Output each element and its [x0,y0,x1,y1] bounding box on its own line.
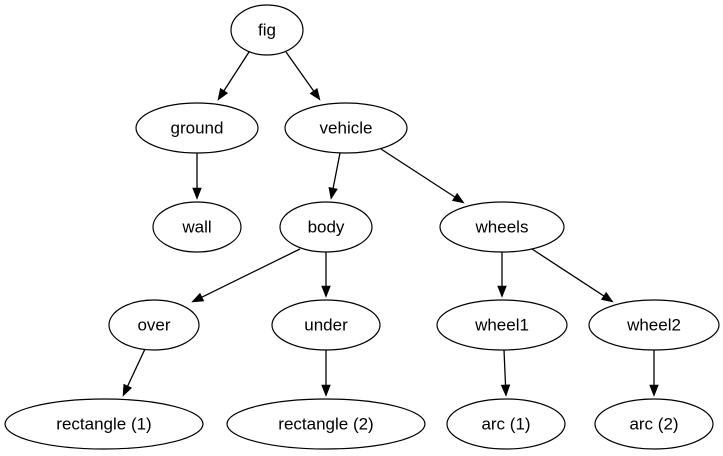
node-body[interactable]: body [279,201,373,253]
node-wheel2[interactable]: wheel2 [588,299,720,351]
node-ellipse-wheel2[interactable] [588,299,720,351]
node-ellipse-wheel1[interactable] [436,299,568,351]
node-vehicle[interactable]: vehicle [284,102,408,154]
node-ground[interactable]: ground [135,102,259,154]
node-ellipse-arc2[interactable] [594,398,714,450]
node-label-wheel2: wheel2 [626,315,681,334]
edge-line [223,51,250,92]
arrowhead-icon [451,192,465,204]
edge-line [380,148,456,198]
arrowhead-icon [328,187,338,200]
node-arc2[interactable]: arc (2) [594,398,714,450]
arrowhead-icon [500,384,511,397]
node-label-under: under [304,315,348,334]
node-label-fig: fig [258,20,276,39]
node-arc1[interactable]: arc (1) [446,398,566,450]
node-fig[interactable]: fig [230,4,304,56]
node-rectangle1[interactable]: rectangle (1) [4,398,204,450]
edge-over-to-rectangle1 [122,348,146,397]
node-label-wheel1: wheel1 [474,315,529,334]
node-label-body: body [308,217,345,236]
edge-wheels-to-wheel2 [531,248,614,303]
node-wall[interactable]: wall [152,201,242,253]
node-ellipse-rectangle2[interactable] [226,398,426,450]
arrowhead-icon [321,384,331,397]
node-under[interactable]: under [271,299,381,351]
node-wheels[interactable]: wheels [439,201,565,253]
edge-body-to-over [191,248,301,303]
node-wheel1[interactable]: wheel1 [436,299,568,351]
node-label-arc2: arc (2) [629,414,678,433]
arrowhead-icon [649,384,659,397]
edge-vehicle-to-wheels [380,148,465,204]
node-ellipse-rectangle1[interactable] [4,398,204,450]
node-ellipse-under[interactable] [271,299,381,351]
node-rectangle2[interactable]: rectangle (2) [226,398,426,450]
edge-vehicle-to-body [328,152,341,200]
edge-body-to-under [321,252,331,298]
arrowhead-icon [217,87,229,101]
edge-line [503,349,507,386]
arrowhead-icon [191,292,205,303]
node-label-ground: ground [171,118,224,137]
node-label-arc1: arc (1) [481,414,530,433]
arrowhead-icon [321,285,331,298]
edge-fig-to-vehicle [285,51,321,101]
node-over[interactable]: over [108,299,200,351]
edges-layer [122,51,659,397]
edge-ground-to-wall [192,153,202,200]
edge-fig-to-ground [217,51,250,101]
node-label-rectangle1: rectangle (1) [56,414,151,433]
node-ellipse-arc1[interactable] [446,398,566,450]
edge-wheel2-to-arc2 [649,350,659,397]
nodes-layer: fig ground vehicle wall body wheels over under w… [4,4,720,450]
edge-line [127,348,146,387]
arrowhead-icon [600,291,614,303]
arrowhead-icon [309,88,321,101]
node-ellipse-fig[interactable] [230,4,304,56]
edge-under-to-rectangle2 [321,350,331,397]
node-ellipse-body[interactable] [279,201,373,253]
node-label-vehicle: vehicle [320,118,373,137]
edge-wheel1-to-arc1 [500,349,511,397]
node-ellipse-ground[interactable] [135,102,259,154]
arrowhead-icon [122,383,133,397]
edge-wheels-to-wheel1 [497,252,507,298]
node-label-over: over [137,315,170,334]
node-label-rectangle2: rectangle (2) [278,414,373,433]
node-ellipse-wall[interactable] [152,201,242,253]
node-label-wall: wall [181,217,211,236]
node-ellipse-over[interactable] [108,299,200,351]
edge-line [332,152,341,189]
arrowhead-icon [192,187,202,200]
node-label-wheels: wheels [475,217,529,236]
edge-line [201,248,301,298]
arrowhead-icon [497,285,507,298]
node-ellipse-vehicle[interactable] [284,102,408,154]
edge-line [285,51,315,92]
edge-line [531,248,605,297]
node-ellipse-wheels[interactable] [439,201,565,253]
